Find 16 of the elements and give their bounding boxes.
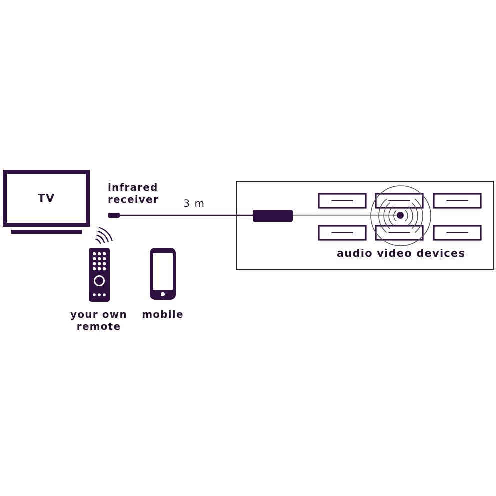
device-box [433,225,482,241]
cabinet-panel [236,181,494,270]
receiver-label: infrared receiver [108,183,160,207]
emitter-bar [253,210,293,222]
device-box [433,193,482,209]
connector-line [120,214,253,216]
mobile-label: mobile [141,310,185,322]
remote-label: your own remote [70,310,128,334]
tv-screen: TV [3,170,90,227]
device-box [318,225,367,241]
connector-line [293,214,397,216]
emitter-dot [397,212,404,219]
device-box [375,193,424,209]
panel-label: audio video devices [337,248,466,260]
device-box [318,193,367,209]
device-box [375,225,424,241]
